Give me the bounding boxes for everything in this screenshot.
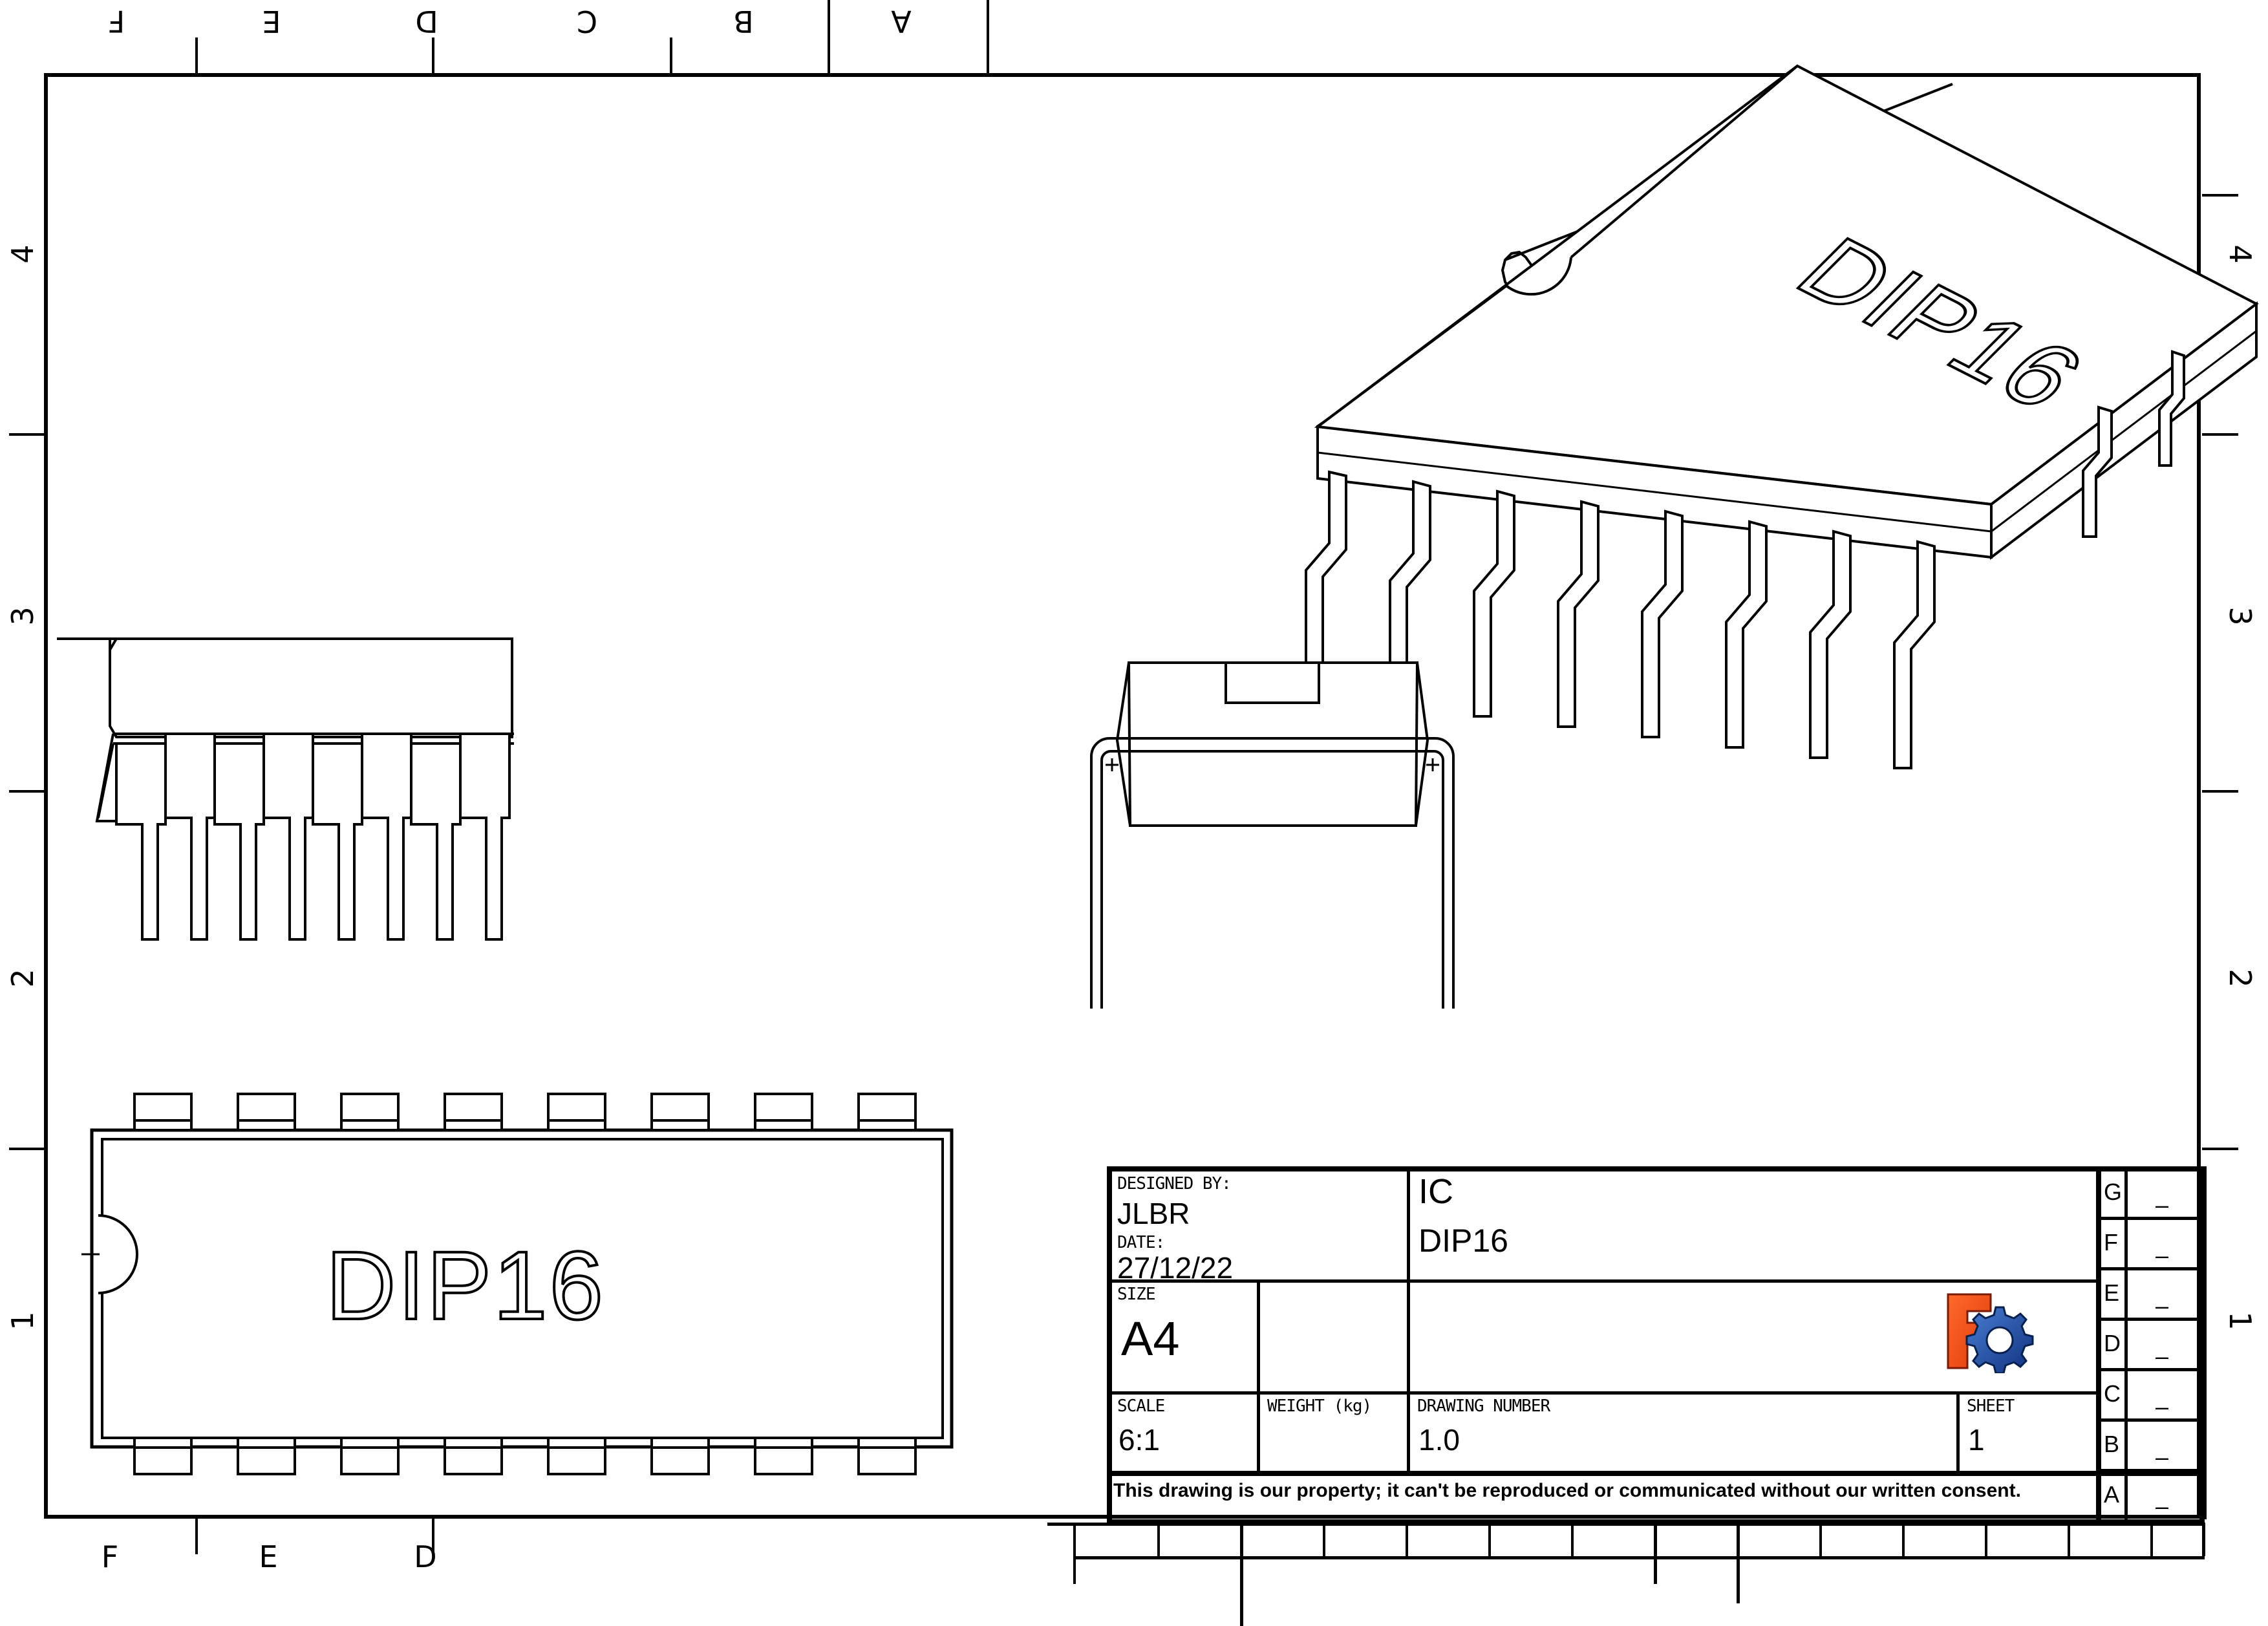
weight-label: WEIGHT (kg) [1267, 1396, 1372, 1416]
zone-label-left-3: 3 [5, 606, 40, 626]
side-view [1086, 634, 1487, 1009]
zone-label-bottom-D: D [414, 1539, 437, 1574]
date-value: 27/12/22 [1117, 1251, 1234, 1285]
title-line-2: DIP16 [1418, 1223, 1508, 1259]
zone-label-right-3: 3 [2223, 606, 2258, 626]
revision-letter-G: G [2104, 1179, 2123, 1205]
designed-by-label: DESIGNED BY: [1117, 1174, 1232, 1193]
revision-table: G – F – E – D – C – B – A – [2096, 1166, 2205, 1519]
frame-tick-top-4 [670, 37, 672, 73]
revision-value-F: – [2156, 1242, 2169, 1268]
revision-letter-C: C [2104, 1380, 2121, 1407]
scale-ruler-strip [1047, 1523, 2205, 1626]
scale-label: SCALE [1117, 1396, 1165, 1416]
revision-value-D: – [2156, 1343, 2169, 1369]
zone-label-top-B: B [733, 4, 754, 39]
zone-label-top-A: A [891, 4, 912, 39]
revision-value-C: – [2156, 1393, 2169, 1420]
top-view-body-label: DIP16 [326, 1231, 605, 1340]
isometric-view: DIP16 [1267, 64, 2259, 866]
sheet-label: SHEET [1967, 1396, 2015, 1416]
property-notice: This drawing is our property; it can't b… [1113, 1480, 2021, 1501]
frame-tick-top-1 [195, 37, 198, 73]
frame-tick-top-5 [987, 0, 989, 73]
zone-label-bottom-E: E [259, 1539, 278, 1574]
frame-tick-left-2 [9, 790, 45, 793]
title-block: DESIGNED BY: JLBR DATE: 27/12/22 IC DIP1… [1107, 1166, 2207, 1524]
scale-value: 6:1 [1118, 1423, 1160, 1457]
zone-label-left-2: 2 [5, 968, 40, 988]
zone-label-right-4: 4 [2223, 244, 2258, 264]
revision-letter-D: D [2104, 1330, 2121, 1356]
revision-letter-F: F [2104, 1229, 2118, 1256]
zone-label-left-4: 4 [5, 244, 40, 264]
revision-value-G: – [2156, 1192, 2169, 1218]
size-label: SIZE [1117, 1285, 1156, 1304]
zone-label-top-E: E [262, 4, 281, 39]
revision-letter-B: B [2104, 1431, 2120, 1457]
drawing-frame-border [44, 73, 2201, 1519]
title-line-1: IC [1418, 1172, 1453, 1211]
zone-label-bottom-F: F [101, 1539, 119, 1574]
size-value: A4 [1121, 1312, 1180, 1365]
sheet-value: 1 [1968, 1423, 1985, 1457]
zone-label-top-C: C [576, 4, 598, 39]
frame-tick-top-3 [432, 37, 434, 73]
frame-tick-left-3 [9, 1148, 45, 1150]
designed-by-value: JLBR [1117, 1197, 1190, 1230]
frame-tick-bottom-2 [432, 1519, 434, 1554]
drawing-number-label: DRAWING NUMBER [1417, 1396, 1550, 1416]
top-view: DIP16 [52, 1093, 983, 1500]
revision-letter-E: E [2104, 1279, 2120, 1306]
zone-label-left-1: 1 [5, 1311, 40, 1331]
front-view [52, 630, 517, 954]
revision-value-E: – [2156, 1292, 2169, 1319]
frame-tick-right-1 [2202, 433, 2238, 436]
freecad-logo [1944, 1289, 2035, 1375]
zone-label-right-1: 1 [2223, 1311, 2258, 1331]
frame-tick-right-3 [2202, 1148, 2238, 1150]
drawing-number-value: 1.0 [1418, 1423, 1460, 1457]
frame-tick-bottom-1 [195, 1519, 198, 1554]
zone-label-top-F: F [107, 4, 125, 39]
revision-letter-A: A [2104, 1481, 2120, 1508]
frame-tick-right-2 [2202, 790, 2238, 793]
gear-icon [1965, 1306, 2034, 1375]
frame-tick-top-2 [828, 0, 830, 73]
zone-label-right-2: 2 [2223, 968, 2258, 988]
revision-value-A: – [2156, 1493, 2169, 1519]
frame-tick-right-0 [2202, 194, 2238, 197]
zone-label-top-D: D [415, 4, 438, 39]
frame-tick-left-1 [9, 433, 45, 436]
date-label: DATE: [1117, 1233, 1165, 1252]
revision-value-B: – [2156, 1444, 2169, 1470]
